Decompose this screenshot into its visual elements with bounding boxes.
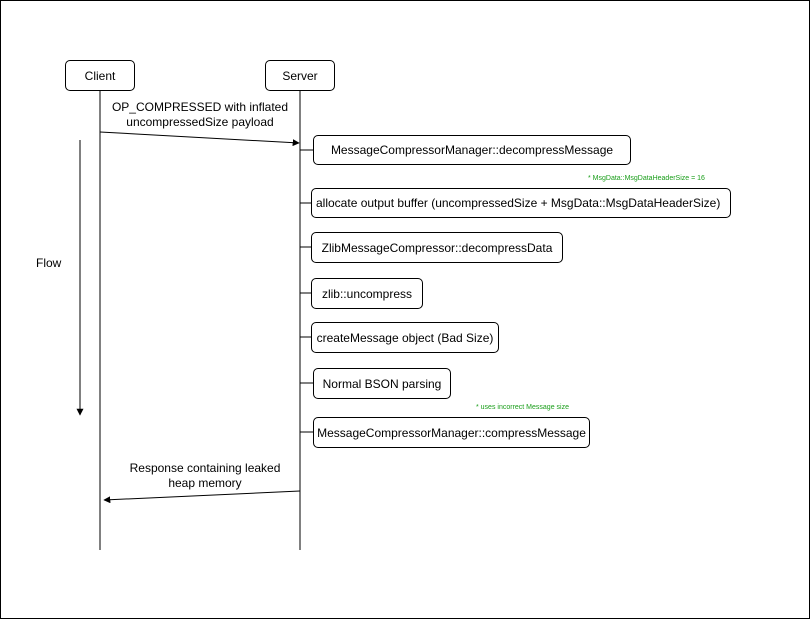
server-actor: Server xyxy=(265,60,335,91)
flow-label: Flow xyxy=(36,256,62,270)
step-compress-message: MessageCompressorManager::compressMessag… xyxy=(313,417,590,448)
step-create-message: createMessage object (Bad Size) xyxy=(311,322,499,353)
client-actor: Client xyxy=(65,60,135,91)
note-incorrect-size: * uses incorrect Message size xyxy=(476,404,569,411)
response-label-line1: Response containing leaked xyxy=(129,461,281,475)
step-bson-parsing: Normal BSON parsing xyxy=(313,368,451,399)
request-label-line1: OP_COMPRESSED with inflated xyxy=(111,100,289,114)
step-decompress-message: MessageCompressorManager::decompressMess… xyxy=(313,135,631,165)
response-arrow xyxy=(103,490,301,504)
request-label-line2: uncompressedSize payload xyxy=(126,115,274,129)
step-zlib-decompress-data: ZlibMessageCompressor::decompressData xyxy=(311,232,563,263)
step-zlib-uncompress: zlib::uncompress xyxy=(311,278,423,309)
response-label: Response containing leaked heap memory xyxy=(110,461,300,491)
request-arrow xyxy=(99,131,300,147)
step-allocate-buffer: allocate output buffer (uncompressedSize… xyxy=(311,188,731,218)
request-label: OP_COMPRESSED with inflated uncompressed… xyxy=(105,100,295,130)
response-label-line2: heap memory xyxy=(168,476,242,490)
note-header-size: * MsgData::MsgDataHeaderSize = 16 xyxy=(588,175,705,182)
